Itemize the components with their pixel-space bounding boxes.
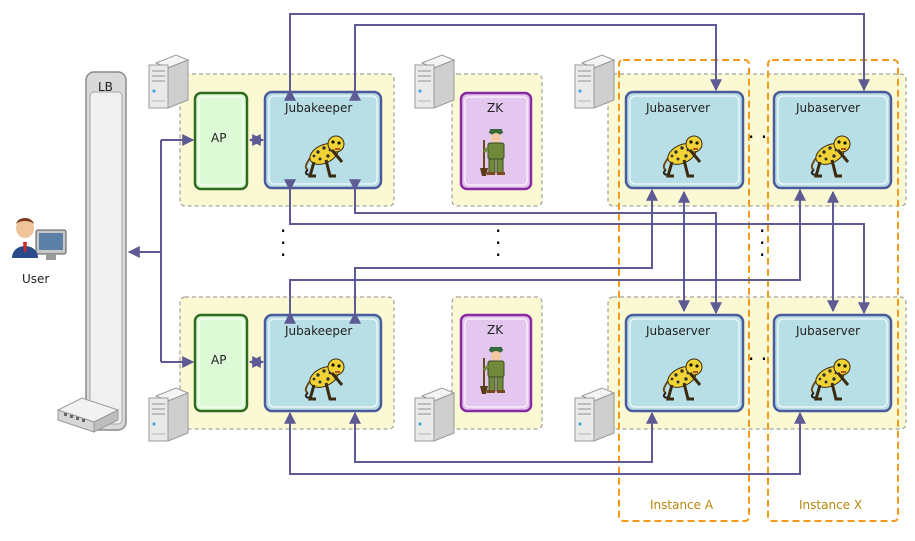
server-icon	[574, 54, 615, 109]
instance-a-frame	[618, 59, 750, 522]
server-icon	[148, 387, 189, 442]
jubakeeper-label-top: Jubakeeper	[285, 101, 353, 115]
ap-node-top	[193, 91, 249, 191]
zk-label-bottom: ZK	[487, 323, 504, 337]
server-icon	[574, 387, 615, 442]
zk-node-bottom	[459, 313, 533, 413]
jubaserver-node-x-top	[772, 90, 893, 190]
jubaserver-label-a-bottom: Jubaserver	[646, 324, 711, 338]
instance-x-label: Instance X	[799, 498, 863, 512]
lb-label: LB	[98, 80, 113, 94]
ap-label-bottom: AP	[211, 353, 227, 367]
jubaserver-label-x-top: Jubaserver	[796, 101, 861, 115]
jubakeeper-label-bottom: Jubakeeper	[285, 324, 353, 338]
user-label: User	[22, 272, 50, 286]
user-icon	[12, 218, 67, 260]
ap-label-top: AP	[211, 131, 227, 145]
instance-x-frame	[767, 59, 899, 522]
instance-a-label: Instance A	[650, 498, 714, 512]
server-icon	[414, 54, 455, 109]
switch-icon	[56, 397, 120, 433]
jubaserver-label-a-top: Jubaserver	[646, 101, 711, 115]
jubaserver-node-x-bottom	[772, 313, 893, 413]
ellipsis-vertical-server: ···	[759, 219, 766, 267]
server-icon	[148, 54, 189, 109]
zk-node-top	[459, 91, 533, 191]
ap-node-bottom	[193, 313, 249, 413]
ellipsis-horizontal-bottom: · ·	[748, 347, 768, 371]
jubakeeper-node-bottom	[263, 313, 383, 413]
jubaserver-label-x-bottom: Jubaserver	[796, 324, 861, 338]
ellipsis-vertical-zk: ···	[495, 219, 502, 267]
ellipsis-vertical-keeper: ···	[280, 219, 287, 267]
zk-label-top: ZK	[487, 101, 504, 115]
ellipsis-horizontal-top: · ·	[748, 125, 768, 149]
jubaserver-node-a-top	[624, 90, 745, 190]
server-icon	[414, 387, 455, 442]
load-balancer	[85, 71, 127, 431]
jubaserver-node-a-bottom	[624, 313, 745, 413]
jubakeeper-node-top	[263, 90, 383, 190]
connectors	[127, 13, 870, 475]
